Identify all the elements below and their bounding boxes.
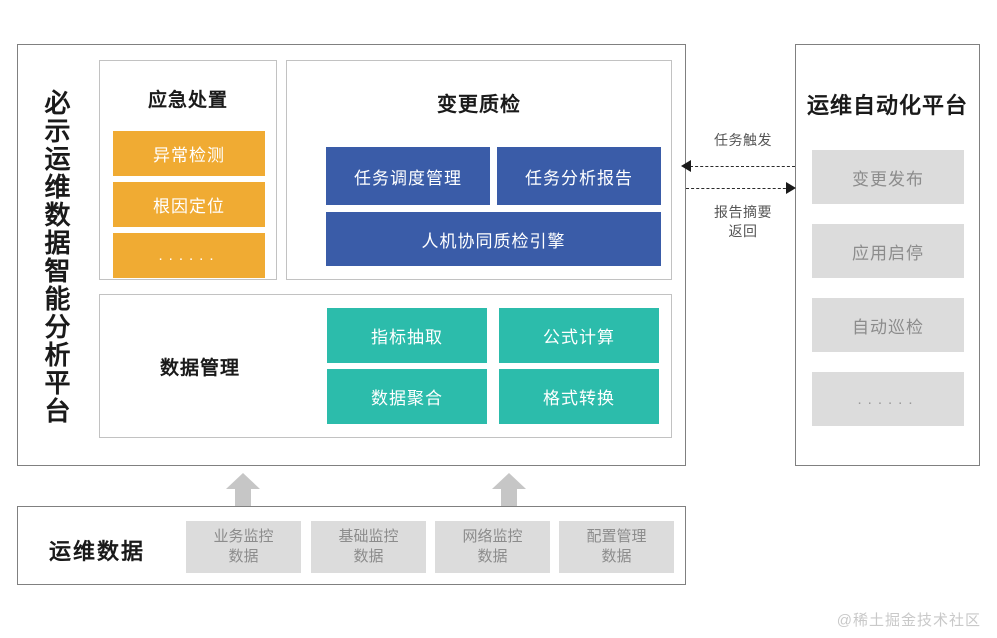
connector-report-return-label: 报告摘要 返回	[714, 204, 772, 239]
source-tile-configuration-management[interactable]: 配置管理 数据	[559, 521, 674, 573]
data-sources-title: 运维数据	[49, 539, 146, 564]
main-platform-vertical-title: 必示运维数据智能分析平台	[41, 89, 71, 425]
tile-emergency-more[interactable]: ......	[113, 233, 265, 278]
connector-task-trigger-arrowhead	[681, 160, 691, 172]
tile-automatic-inspection[interactable]: 自动巡检	[812, 298, 964, 352]
automation-platform-title: 运维自动化平台	[806, 93, 968, 118]
connector-task-trigger-label: 任务触发	[714, 132, 772, 148]
tile-formula-calculation[interactable]: 公式计算	[499, 308, 659, 363]
connector-task-trigger-line	[690, 166, 795, 167]
change-inspection-title: 变更质检	[437, 94, 521, 116]
source-tile-business-monitoring[interactable]: 业务监控 数据	[186, 521, 301, 573]
data-management-title: 数据管理	[159, 358, 240, 379]
tile-root-cause-location[interactable]: 根因定位	[113, 182, 265, 227]
tile-format-conversion[interactable]: 格式转换	[499, 369, 659, 424]
up-arrow-right	[492, 473, 526, 506]
tile-change-release[interactable]: 变更发布	[812, 150, 964, 204]
tile-anomaly-detection[interactable]: 异常检测	[113, 131, 265, 176]
tile-human-machine-inspection-engine[interactable]: 人机协同质检引擎	[326, 212, 661, 266]
source-tile-network-monitoring[interactable]: 网络监控 数据	[435, 521, 550, 573]
tile-data-aggregation[interactable]: 数据聚合	[327, 369, 487, 424]
watermark: @稀土掘金技术社区	[836, 612, 981, 629]
connector-report-return-line	[686, 188, 791, 189]
tile-task-analysis-report[interactable]: 任务分析报告	[497, 147, 661, 205]
connector-report-return-arrowhead	[786, 182, 796, 194]
emergency-handling-title: 应急处置	[147, 90, 228, 111]
tile-application-start-stop[interactable]: 应用启停	[812, 224, 964, 278]
tile-task-scheduling-management[interactable]: 任务调度管理	[326, 147, 490, 205]
tile-automation-more[interactable]: ......	[812, 372, 964, 426]
tile-metric-extraction[interactable]: 指标抽取	[327, 308, 487, 363]
source-tile-infrastructure-monitoring[interactable]: 基础监控 数据	[311, 521, 426, 573]
up-arrow-left	[226, 473, 260, 506]
